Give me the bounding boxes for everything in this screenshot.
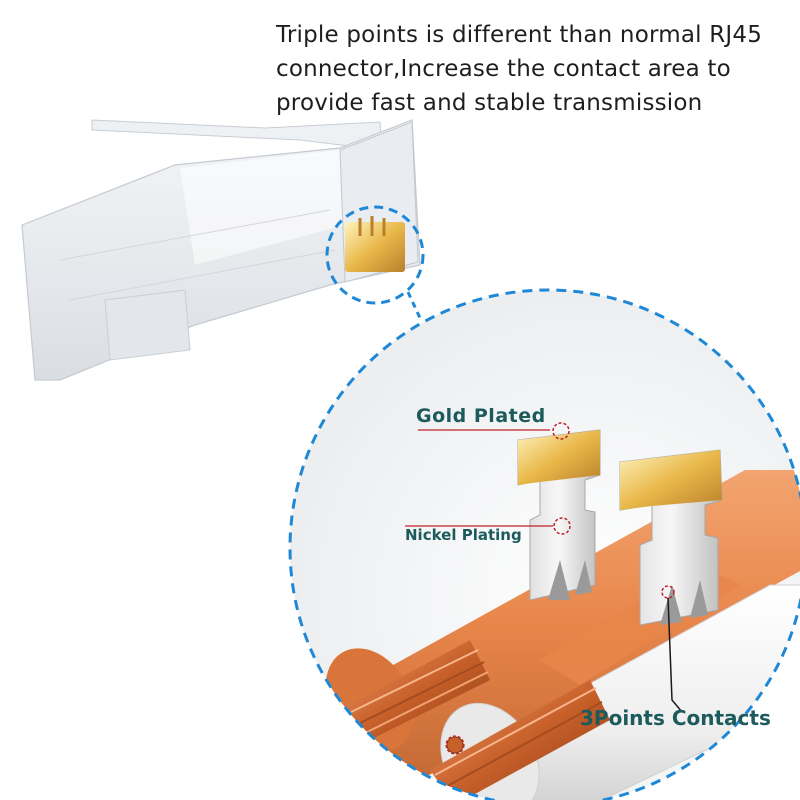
three-points-contacts-label: 3Points Contacts	[580, 706, 771, 730]
contact-blade-2	[619, 449, 723, 626]
headline-line-2: connector,Increase the contact area to	[276, 56, 731, 82]
headline-line-3: provide fast and stable transmission	[276, 90, 703, 116]
copper-strand-orange	[340, 640, 490, 745]
headline: Triple points is different than normal R…	[276, 18, 791, 120]
copper-strand-white	[430, 680, 610, 800]
small-dashed-circle	[325, 205, 425, 305]
contact-blade-1	[517, 429, 601, 601]
headline-line-1: Triple points is different than normal R…	[276, 22, 763, 48]
zoom-detail	[325, 429, 800, 800]
gold-plated-label: Gold Plated	[416, 405, 546, 427]
callout-markers	[405, 422, 683, 755]
rj45-plug	[21, 119, 421, 381]
big-dashed-circle	[288, 288, 800, 800]
plug-gold-contacts	[345, 222, 405, 272]
nickel-plating-label: Nickel Plating	[405, 526, 522, 544]
